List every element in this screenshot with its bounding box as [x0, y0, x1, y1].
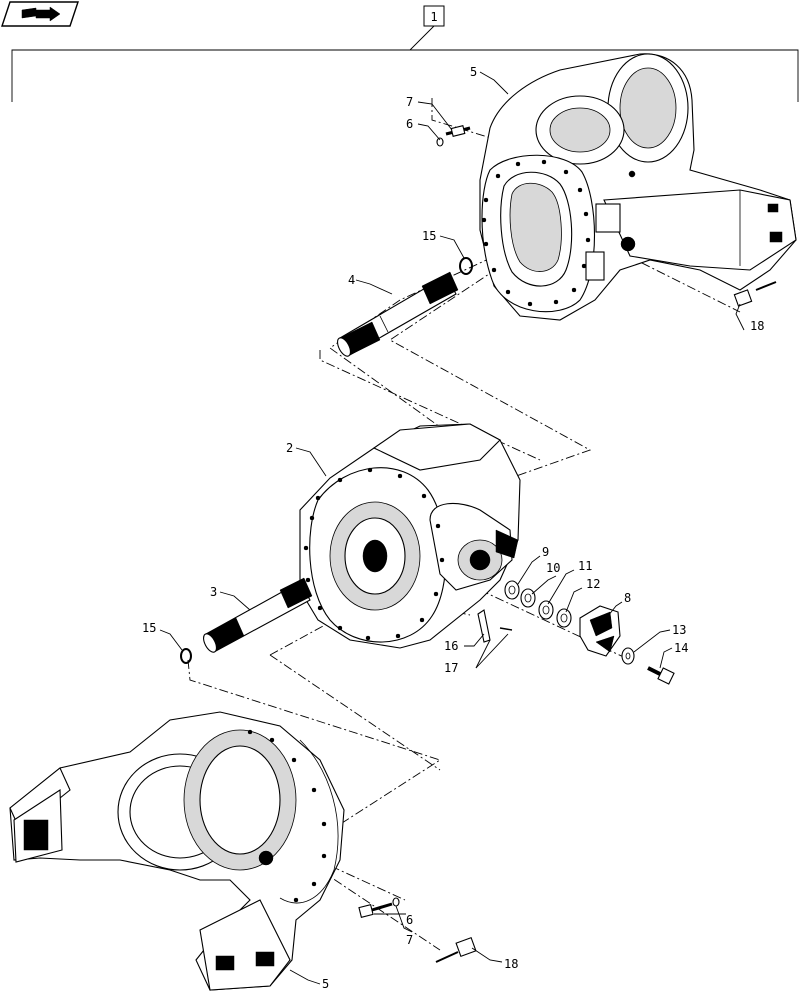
axle-shaft-upper: [337, 271, 459, 357]
washer-lower: [392, 897, 400, 907]
callout-snap-ring-upper: 15: [422, 229, 436, 243]
callout-bolt-yoke: 14: [674, 641, 688, 655]
bolt-yoke: [647, 666, 675, 685]
callout-shim-11: 11: [578, 559, 592, 573]
shim-12: [556, 608, 572, 628]
callout-washer-lower: 6: [406, 913, 413, 927]
snap-ring-lower: [180, 648, 192, 664]
callout-shim-10: 10: [546, 561, 560, 575]
callout-plug-upper: 18: [750, 319, 764, 333]
axle-housing-lower: [9, 711, 345, 991]
callout-bolt-lower: 7: [406, 933, 413, 947]
callout-washer-yoke: 13: [672, 623, 686, 637]
callout-axle-housing-lower: 5: [322, 977, 329, 991]
callout-labels: 5 7 6 15 4 18 2 3 15 9 10 11 12 8 13 14 …: [142, 65, 764, 991]
bolt-upper: [445, 125, 471, 137]
callout-differential: 2: [286, 441, 293, 455]
pin-16: [477, 609, 491, 643]
leader-lines: [159, 71, 745, 985]
callout-plug-lower: 18: [504, 957, 518, 971]
callout-yoke: 8: [624, 591, 631, 605]
shim-11: [538, 600, 554, 620]
axle-shaft-lower: [203, 577, 313, 653]
book-arrow-icon[interactable]: [1, 1, 79, 27]
callout-shim-9: 9: [542, 545, 549, 559]
callout-axle-shaft-lower: 3: [210, 585, 217, 599]
plug-lower: [435, 936, 477, 963]
washer-upper: [436, 137, 444, 147]
callout-shim-12: 12: [586, 577, 600, 591]
snap-ring-upper: [459, 257, 473, 275]
shim-10: [520, 588, 536, 608]
washer-yoke: [621, 647, 635, 665]
axle-housing-upper: [479, 53, 797, 321]
bolt-lower: [358, 902, 393, 918]
assembly-bracket: 1: [11, 5, 799, 102]
pin-17: [499, 627, 513, 631]
callout-axle-housing-upper: 5: [470, 65, 477, 79]
assembly-label: 1: [430, 10, 437, 24]
callout-snap-ring-lower: 15: [142, 621, 156, 635]
callout-washer-upper: 6: [406, 117, 413, 131]
differential: [299, 423, 521, 649]
yoke: [579, 605, 621, 657]
plug-upper: [733, 281, 777, 307]
callout-bolt-upper: 7: [406, 95, 413, 109]
callout-axle-shaft-upper: 4: [348, 273, 355, 287]
callout-pin-17: 17: [444, 661, 458, 675]
callout-pin-16: 16: [444, 639, 458, 653]
shim-9: [504, 580, 520, 600]
